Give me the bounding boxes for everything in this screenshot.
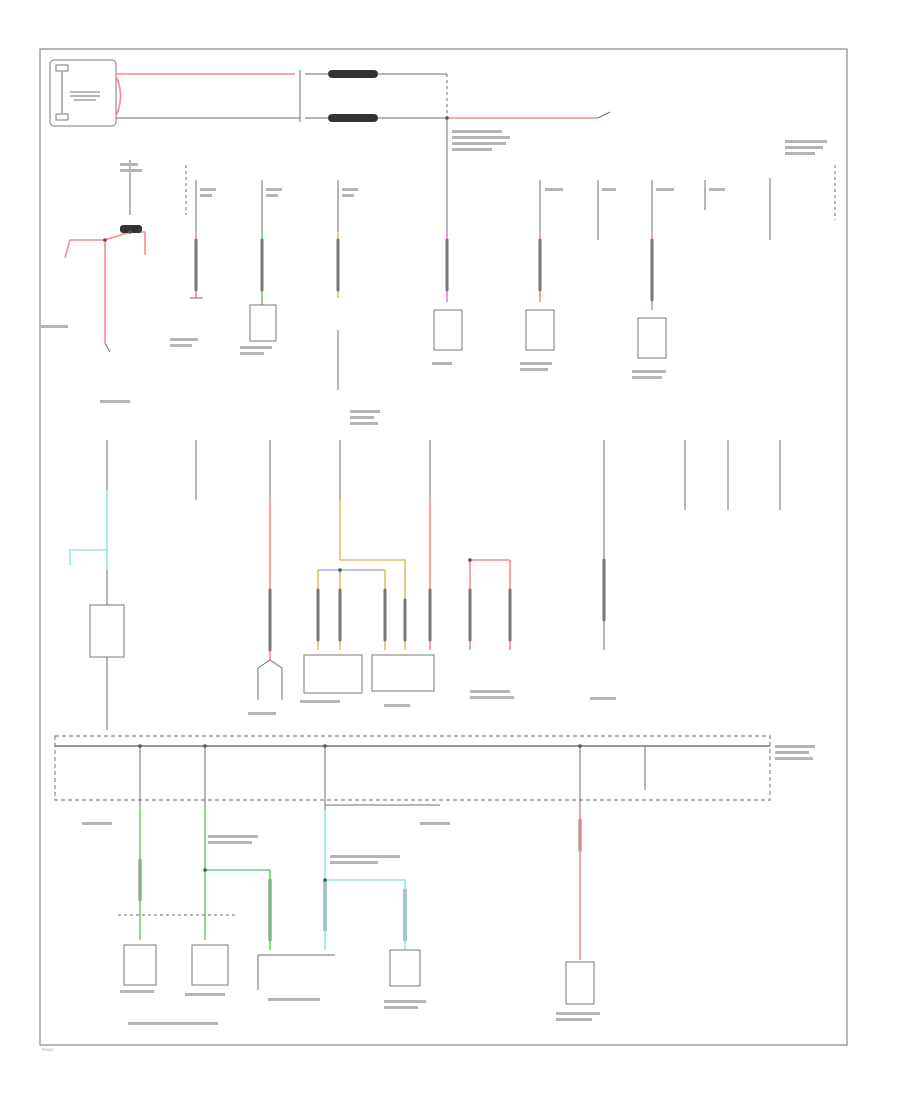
diagram-frame [39,48,848,1046]
fuse-column-row2 [69,440,781,730]
main-fuse-1 [305,70,447,78]
lower-wiring [118,804,595,1005]
fuse-junction-box [54,735,771,810]
battery-cable-down [115,75,122,117]
fuse-column-row1 [64,160,836,390]
lower-label-blocks [82,690,815,1025]
battery [49,59,117,127]
footer-code: PD/AO [42,1048,53,1052]
row1-label-blocks [40,130,827,425]
junction-dots [103,116,582,882]
main-fuse-2 [305,114,447,122]
